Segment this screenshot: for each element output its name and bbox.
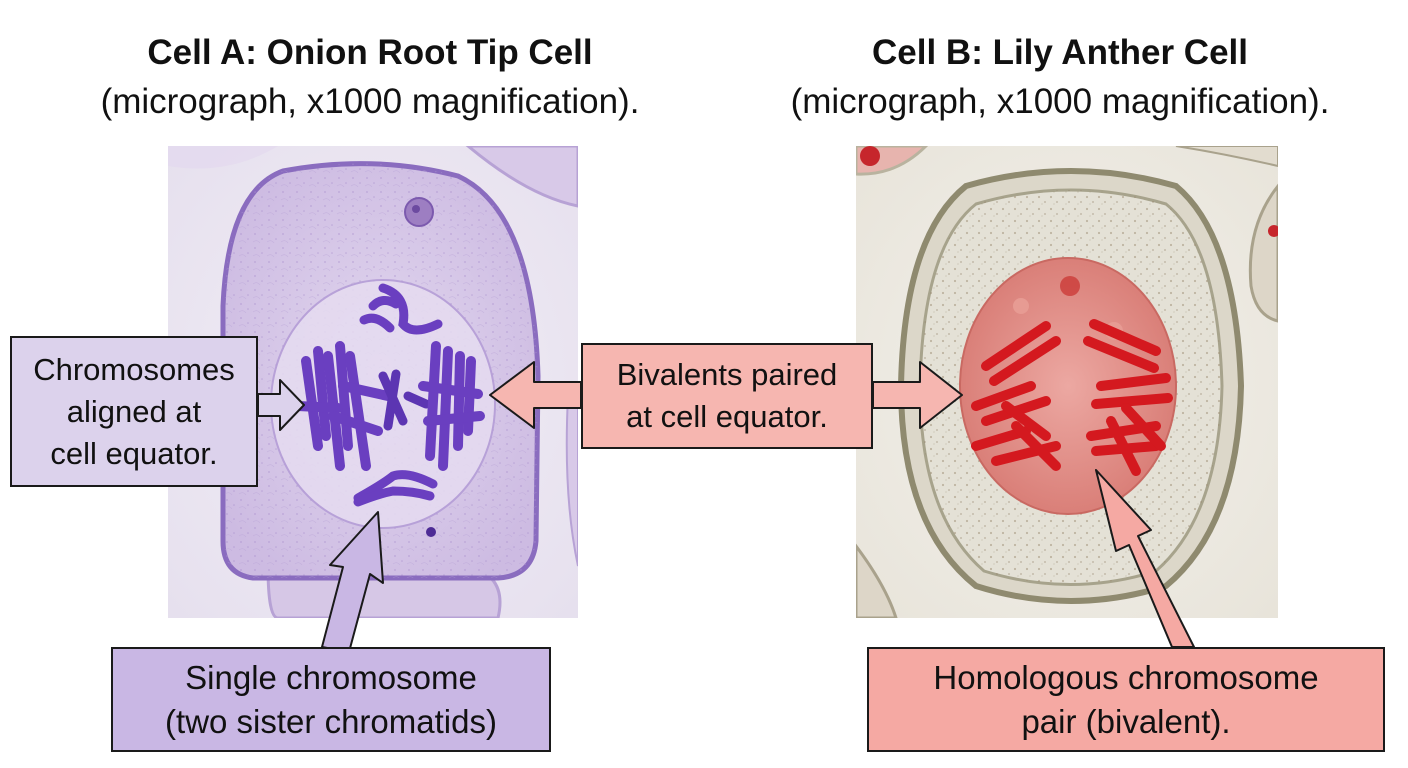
- callout-line: at cell equator.: [626, 399, 828, 434]
- arrow-bivalents-left: [489, 361, 582, 429]
- callout-line: Chromosomes: [33, 351, 235, 387]
- arrow-single: [321, 511, 384, 653]
- callout-bivalents-paired: Bivalents paired at cell equator.: [581, 343, 873, 449]
- callout-line: Single chromosome: [185, 658, 477, 696]
- callout-line: pair (bivalent).: [1021, 702, 1231, 740]
- callout-single-chromosome: Single chromosome (two sister chromatids…: [111, 647, 551, 752]
- cell-a-subtitle: (micrograph, x1000 magnification).: [100, 82, 640, 121]
- callout-line: Homologous chromosome: [933, 658, 1319, 696]
- callout-line: (two sister chromatids): [165, 702, 497, 740]
- callout-chromosomes-aligned: Chromosomes aligned at cell equator.: [10, 336, 258, 487]
- callout-homologous-pair: Homologous chromosome pair (bivalent).: [867, 647, 1385, 752]
- cell-b-title: Cell B: Lily Anther Cell: [872, 33, 1248, 72]
- arrow-aligned: [257, 379, 305, 431]
- cell-a-title: Cell A: Onion Root Tip Cell: [147, 33, 593, 72]
- arrow-bivalents-right: [872, 361, 963, 429]
- callout-line: cell equator.: [50, 435, 218, 471]
- callout-line: aligned at: [66, 393, 202, 429]
- callout-line: Bivalents paired: [616, 357, 838, 392]
- arrow-homologous: [1095, 469, 1195, 648]
- cell-b-subtitle: (micrograph, x1000 magnification).: [790, 82, 1330, 121]
